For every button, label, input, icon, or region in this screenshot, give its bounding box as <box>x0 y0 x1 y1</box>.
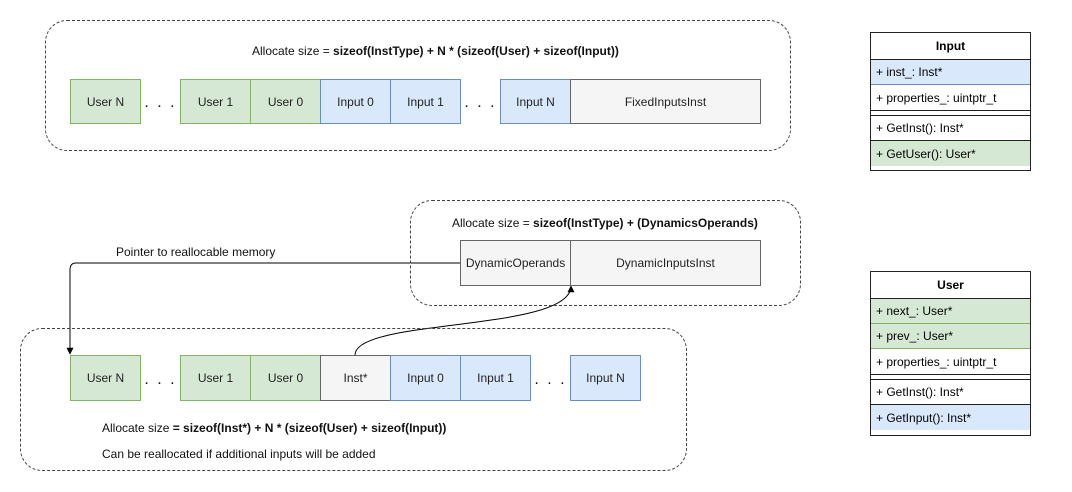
bottom-user-1-cell: User 1 <box>180 355 251 401</box>
dynamic-inst-group <box>410 200 801 306</box>
operands-alloc-caption: Allocate size = sizeof(Inst*) + N * (siz… <box>102 421 446 435</box>
input-class-separator <box>871 111 1030 116</box>
caption-formula: sizeof(InstType) + N * (sizeof(User) + s… <box>333 44 619 58</box>
inst-link-arrow <box>354 285 575 356</box>
bottom-input-0-cell: Input 0 <box>390 355 461 401</box>
dynamic-operands-cell: DynamicOperands <box>460 240 571 286</box>
top-input-0-cell: Input 0 <box>320 79 391 124</box>
bottom-dots-inputs: . . . <box>534 371 567 388</box>
bottom-user-0-cell: User 0 <box>250 355 321 401</box>
user-method-getinput: + GetInput(): Inst* <box>871 405 1030 430</box>
caption-prefix: Allocate size = <box>452 216 534 230</box>
caption-prefix: Allocate size <box>102 421 173 435</box>
bottom-user-n-cell: User N <box>70 355 141 401</box>
top-user-1-cell: User 1 <box>180 79 251 124</box>
input-method-getinst: + GetInst(): Inst* <box>871 116 1030 141</box>
dynamic-inputs-inst-cell: DynamicInputsInst <box>570 240 761 286</box>
input-class-title: Input <box>871 33 1030 60</box>
top-dots-inputs: . . . <box>464 94 497 111</box>
top-dots-users: . . . <box>144 94 177 111</box>
user-field-next: + next_: User* <box>871 299 1030 324</box>
fixed-inputs-group <box>45 20 791 151</box>
input-method-getuser: + GetUser(): User* <box>871 141 1030 166</box>
realloc-note: Can be reallocated if additional inputs … <box>102 447 376 461</box>
top-user-0-cell: User 0 <box>250 79 321 124</box>
pointer-arrow <box>66 262 460 355</box>
input-field-properties: + properties_: uintptr_t <box>871 85 1030 111</box>
inst-pointer-cell: Inst* <box>320 355 391 401</box>
user-method-getinst: + GetInst(): Inst* <box>871 380 1030 405</box>
dynamic-alloc-caption: Allocate size = sizeof(InstType) + (Dyna… <box>452 216 758 230</box>
user-field-prev: + prev_: User* <box>871 324 1030 349</box>
caption-formula: sizeof(InstType) + (DynamicsOperands) <box>533 216 758 230</box>
top-input-1-cell: Input 1 <box>390 79 461 124</box>
top-user-n-cell: User N <box>70 79 141 124</box>
user-class-box: User + next_: User* + prev_: User* + pro… <box>870 271 1031 436</box>
user-class-separator <box>871 375 1030 380</box>
bottom-input-1-cell: Input 1 <box>460 355 531 401</box>
pointer-label: Pointer to reallocable memory <box>116 245 276 259</box>
input-field-inst: + inst_: Inst* <box>871 60 1030 85</box>
bottom-dots-users: . . . <box>144 371 177 388</box>
fixed-alloc-caption: Allocate size = sizeof(InstType) + N * (… <box>252 44 619 58</box>
top-input-n-cell: Input N <box>500 79 571 124</box>
caption-prefix: Allocate size = <box>252 44 334 58</box>
bottom-input-n-cell: Input N <box>570 355 641 401</box>
fixed-inputs-inst-cell: FixedInputsInst <box>570 79 761 124</box>
user-field-properties: + properties_: uintptr_t <box>871 349 1030 375</box>
input-class-box: Input + inst_: Inst* + properties_: uint… <box>870 32 1031 171</box>
operands-group <box>20 328 687 471</box>
caption-formula: = sizeof(Inst*) + N * (sizeof(User) + si… <box>172 421 447 435</box>
user-class-title: User <box>871 272 1030 299</box>
